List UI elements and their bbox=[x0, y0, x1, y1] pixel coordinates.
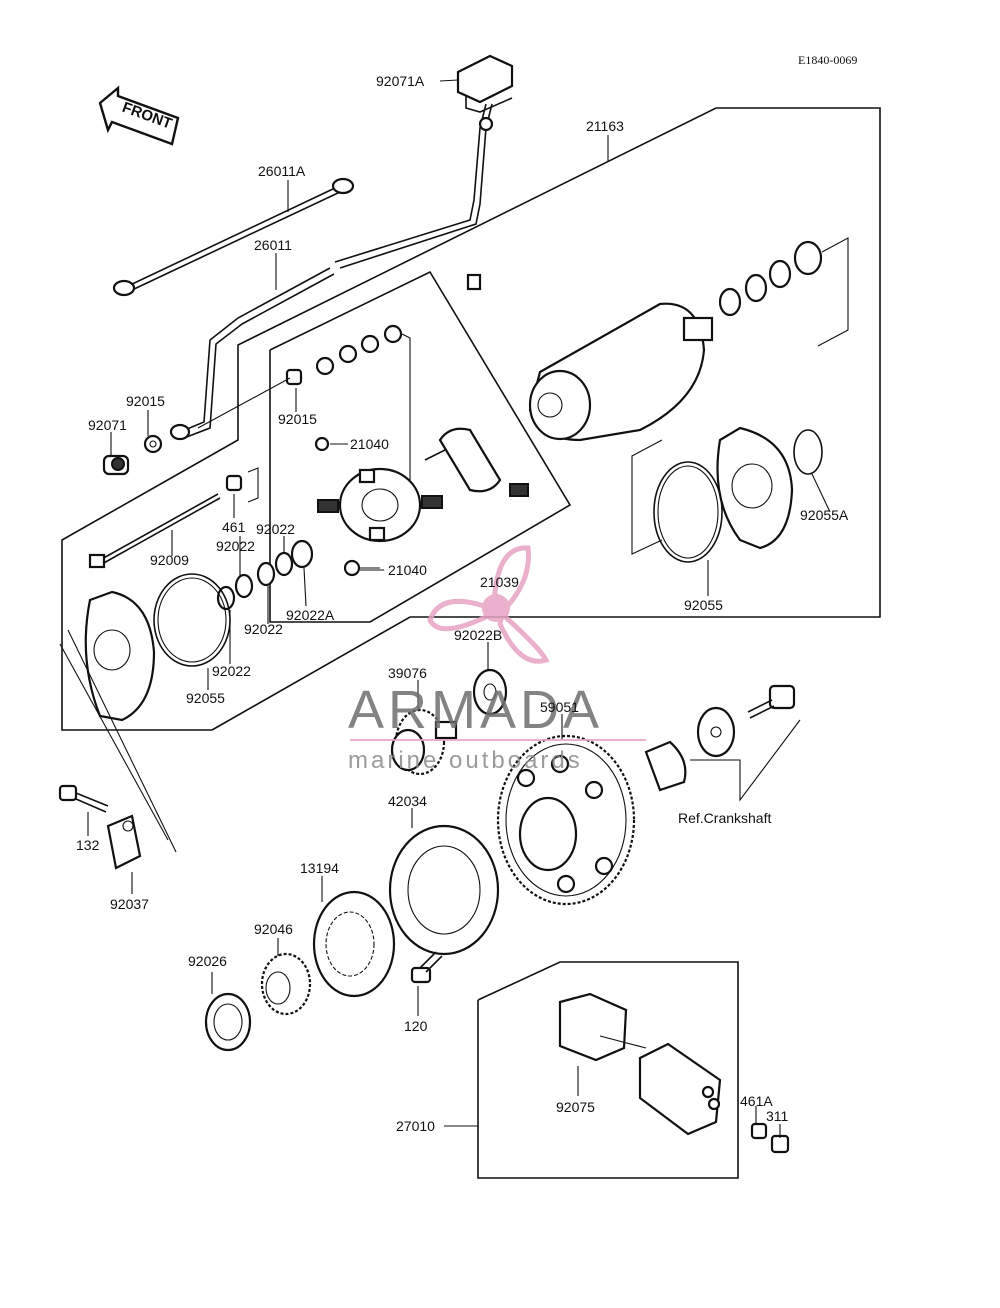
part-26011-cable bbox=[169, 267, 335, 441]
part-crankshaft-bushing bbox=[644, 740, 687, 792]
part-311-nut bbox=[770, 1134, 790, 1154]
label-21163: 21163 bbox=[586, 118, 624, 134]
label-92055-left: 92055 bbox=[186, 690, 225, 706]
label-92075: 92075 bbox=[556, 1099, 595, 1115]
label-59051: 59051 bbox=[540, 699, 579, 715]
label-92022-top-right: 92022 bbox=[256, 521, 295, 537]
label-120: 120 bbox=[404, 1018, 428, 1034]
part-starter-motor-body bbox=[528, 302, 714, 442]
part-120-bolt bbox=[410, 951, 443, 984]
label-92022B: 92022B bbox=[454, 627, 502, 643]
part-92015-washer-stack bbox=[197, 324, 411, 480]
part-92075-solenoid-boot bbox=[558, 992, 647, 1062]
part-92009-through-bolt bbox=[88, 493, 221, 569]
part-92026-washer bbox=[204, 992, 252, 1052]
watermark-tagline: marine outboards bbox=[348, 747, 583, 774]
part-crankshaft-washer bbox=[696, 706, 736, 758]
part-92022B-washer bbox=[472, 668, 508, 716]
part-132-bolt bbox=[58, 784, 109, 813]
label-92022-middle: 92022 bbox=[244, 621, 283, 637]
label-92046: 92046 bbox=[254, 921, 293, 937]
part-92015-washer-left bbox=[143, 434, 163, 454]
part-solenoid-body bbox=[638, 1042, 722, 1136]
armada-watermark: ARMADA marine outboards bbox=[348, 545, 646, 774]
label-92015-left: 92015 bbox=[126, 393, 165, 409]
label-92022-bottom: 92022 bbox=[212, 663, 251, 679]
label-21039: 21039 bbox=[480, 574, 519, 590]
watermark-brand: ARMADA bbox=[348, 680, 603, 740]
label-92071A: 92071A bbox=[376, 73, 425, 89]
part-end-cover-left bbox=[59, 590, 177, 853]
label-27010: 27010 bbox=[396, 1118, 435, 1134]
label-461: 461 bbox=[222, 519, 246, 535]
part-labels: 92071A 21163 26011A 26011 92015 92071 92… bbox=[76, 73, 849, 1134]
label-ref-crankshaft: Ref.Crankshaft bbox=[678, 810, 771, 826]
solenoid-assembly-boundary bbox=[477, 961, 739, 1179]
leader-lines bbox=[87, 79, 831, 1138]
label-92022-top-left: 92022 bbox=[216, 538, 255, 554]
part-461A-nut bbox=[750, 1122, 768, 1140]
part-92071A-terminal-boot bbox=[334, 54, 514, 269]
label-21040-upper: 21040 bbox=[350, 436, 389, 452]
part-92037-clamp bbox=[106, 814, 142, 870]
part-461-nut bbox=[225, 467, 259, 503]
label-461A: 461A bbox=[740, 1093, 773, 1109]
part-92055A-o-ring bbox=[793, 429, 823, 475]
diagram-code: E1840-0069 bbox=[798, 53, 857, 67]
part-21040-spring-lower bbox=[343, 559, 380, 577]
label-92015-center: 92015 bbox=[278, 411, 317, 427]
propeller-logo-icon bbox=[427, 545, 550, 664]
part-92046-needle-bearing bbox=[260, 952, 312, 1016]
part-92055-o-ring-right bbox=[631, 439, 723, 563]
label-132: 132 bbox=[76, 837, 100, 853]
part-shim-washers bbox=[718, 237, 849, 347]
label-92009: 92009 bbox=[150, 552, 189, 568]
label-92022A: 92022A bbox=[286, 607, 335, 623]
label-92026: 92026 bbox=[188, 953, 227, 969]
part-end-cover-right bbox=[716, 426, 794, 550]
label-92055-right: 92055 bbox=[684, 597, 723, 613]
label-92071: 92071 bbox=[88, 417, 127, 433]
part-13194-one-way-clutch bbox=[312, 890, 396, 998]
front-arrow-icon: FRONT bbox=[98, 85, 180, 146]
label-42034: 42034 bbox=[388, 793, 427, 809]
label-92037: 92037 bbox=[110, 896, 149, 912]
part-42034-clutch-housing bbox=[388, 824, 500, 956]
part-59051-ring-gear bbox=[496, 734, 636, 906]
part-crankshaft-bolt bbox=[690, 684, 801, 802]
part-92022-washer-series bbox=[216, 539, 314, 611]
part-26011A-cable bbox=[112, 177, 355, 297]
part-92055-o-ring-left bbox=[153, 573, 231, 667]
part-92071-nut bbox=[102, 454, 130, 476]
label-21040-lower: 21040 bbox=[388, 562, 427, 578]
label-39076: 39076 bbox=[388, 665, 427, 681]
label-311: 311 bbox=[766, 1108, 789, 1124]
label-13194: 13194 bbox=[300, 860, 339, 876]
label-26011A: 26011A bbox=[258, 163, 306, 179]
label-92055A: 92055A bbox=[800, 507, 849, 523]
starter-assembly-boundary bbox=[61, 107, 881, 731]
part-brush-plate bbox=[317, 467, 443, 543]
label-26011: 26011 bbox=[254, 237, 292, 253]
part-brush-holder bbox=[424, 273, 529, 497]
